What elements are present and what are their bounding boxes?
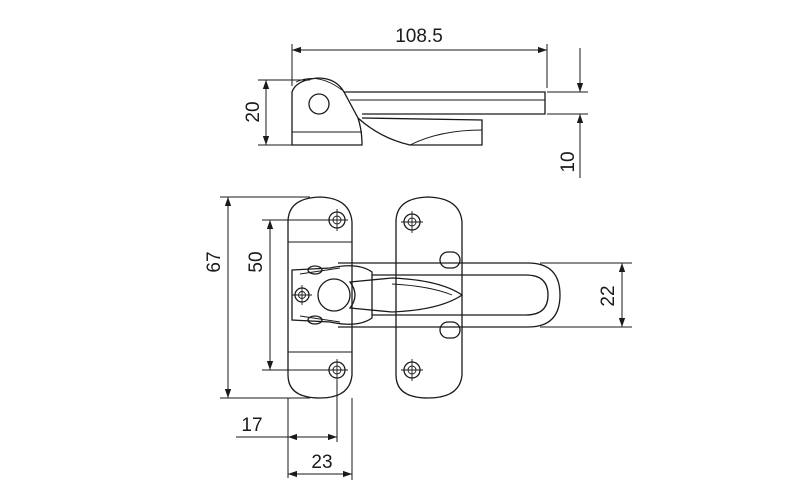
dim-total-height: 67 xyxy=(204,196,310,399)
left-mounting-plate xyxy=(287,196,353,399)
dim-hole-offset: 17 xyxy=(236,380,338,478)
dim-hole-offset-label: 17 xyxy=(241,415,262,436)
side-view xyxy=(291,77,546,146)
dim-plate-width-label: 23 xyxy=(311,452,332,473)
front-view xyxy=(287,196,561,399)
swing-bar xyxy=(338,262,561,328)
dim-side-height: 20 xyxy=(243,79,310,146)
dim-total-height-label: 67 xyxy=(204,251,225,272)
dim-hole-spacing: 50 xyxy=(246,219,337,371)
latch-tongue xyxy=(348,277,464,313)
dim-arm-thickness: 10 xyxy=(547,48,588,178)
dim-bar-height: 22 xyxy=(540,262,632,328)
dim-hole-spacing-label: 50 xyxy=(246,251,267,272)
dim-side-height-label: 20 xyxy=(243,101,264,122)
right-plate-top-stud xyxy=(439,251,461,269)
dim-bar-height-label: 22 xyxy=(598,285,619,306)
right-plate-bottom-stud xyxy=(439,321,461,339)
dim-arm-thickness-label: 10 xyxy=(558,151,579,172)
side-view-arm xyxy=(344,91,546,115)
dim-plate-width: 23 xyxy=(288,398,353,480)
side-view-mount-block xyxy=(291,77,363,146)
right-mounting-plate xyxy=(395,196,463,399)
side-view-pivot-hole xyxy=(308,93,330,115)
dim-overall-length-label: 108.5 xyxy=(395,26,443,47)
pivot-socket xyxy=(317,278,351,312)
swing-bar-slot xyxy=(372,274,549,316)
pivot-housing xyxy=(291,265,373,325)
dim-overall-length: 108.5 xyxy=(291,26,548,88)
